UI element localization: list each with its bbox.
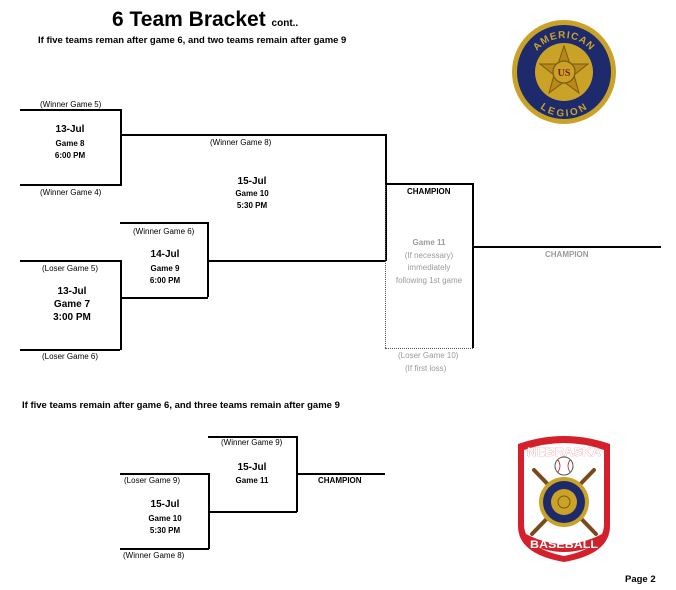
g8-bottom-line — [20, 184, 120, 186]
svg-text:BASEBALL: BASEBALL — [530, 539, 598, 551]
nebraska-baseball-logo: NEBRASKA BASEBALL — [518, 436, 610, 562]
g8-top-line — [20, 109, 120, 111]
title-suffix: cont.. — [271, 18, 299, 29]
g11-champion-line — [472, 246, 661, 248]
b2-g10-date: 15-Jul — [150, 499, 180, 510]
american-legion-logo: US AMERICAN LEGION — [512, 20, 616, 124]
b2-g11-date: 15-Jul — [237, 462, 267, 473]
g7-time: 3:00 PM — [53, 312, 91, 323]
g11-note-2: immediately — [407, 263, 451, 272]
g9-connector — [207, 222, 209, 297]
b2-g11-game: Game 11 — [235, 476, 269, 485]
g10-date: 15-Jul — [237, 176, 267, 187]
svg-text:US: US — [558, 68, 571, 79]
champion-line — [385, 183, 473, 185]
b2-g10-time: 5:30 PM — [149, 526, 181, 535]
g8-time: 6:00 PM — [54, 151, 86, 160]
g8-game: Game 8 — [55, 139, 85, 148]
svg-text:NEBRASKA: NEBRASKA — [527, 445, 601, 459]
b2-g10-bottom-line — [120, 548, 209, 550]
b2-g10-top-label: (Loser Game 9) — [124, 476, 181, 485]
g11-note-3: following 1st game — [395, 276, 463, 285]
g9-top-label: (Winner Game 6) — [133, 227, 195, 236]
champion-label: CHAMPION — [407, 187, 451, 196]
g7-bottom-label: (Loser Game 6) — [42, 352, 99, 361]
g10-game: Game 10 — [235, 189, 269, 198]
g11-game: Game 11 — [412, 238, 446, 247]
g9-game: Game 9 — [150, 264, 180, 273]
g11-bottom-label-1: (Loser Game 10) — [398, 351, 459, 360]
g9-date: 14-Jul — [150, 249, 180, 260]
g10-top-line — [120, 134, 386, 136]
g7-top-line — [20, 260, 120, 262]
g10-top-label: (Winner Game 8) — [210, 138, 272, 147]
g8-top-label: (Winner Game 5) — [40, 100, 102, 109]
g8-date: 13-Jul — [55, 124, 85, 135]
final-champion-label: CHAMPION — [545, 250, 589, 259]
page-subtitle: If five teams reman after game 6, and tw… — [38, 35, 347, 46]
g9-top-line — [120, 222, 208, 224]
g7-game: Game 7 — [53, 299, 91, 310]
b2-g10-top-line — [120, 473, 208, 475]
g10-bottom-line — [207, 260, 386, 262]
title-main: 6 Team Bracket — [112, 8, 266, 31]
g11-bottom-label-2: (If first loss) — [405, 364, 447, 373]
b2-g11-top-label: (Winner Game 9) — [221, 438, 283, 447]
b2-g11-top-line — [208, 436, 296, 438]
g8-connector — [120, 109, 122, 186]
g11-dotted-left — [385, 185, 386, 348]
b2-g10-bottom-label: (Winner Game 8) — [123, 551, 185, 560]
g10-time: 5:30 PM — [236, 201, 268, 210]
b2-g11-bottom-line — [208, 511, 297, 513]
g7-bottom-line — [20, 349, 120, 351]
g11-connector — [472, 183, 474, 348]
g7-top-label: (Loser Game 5) — [42, 264, 99, 273]
page-title: 6 Team Bracket cont.. — [112, 8, 298, 32]
b2-champion-line — [296, 473, 385, 475]
section2-heading: If five teams remain after game 6, and t… — [22, 400, 340, 411]
page-number: Page 2 — [625, 574, 656, 585]
g11-note-1: (If necessary) — [404, 251, 454, 260]
g7-date: 13-Jul — [57, 286, 87, 297]
g7-connector — [120, 260, 122, 350]
b2-g10-game: Game 10 — [148, 514, 182, 523]
g9-time: 6:00 PM — [149, 276, 181, 285]
g8-bottom-label: (Winner Game 4) — [40, 188, 102, 197]
g9-bottom-line — [120, 297, 208, 299]
b2-champion-label: CHAMPION — [318, 476, 362, 485]
g11-dotted-bottom — [385, 348, 473, 349]
